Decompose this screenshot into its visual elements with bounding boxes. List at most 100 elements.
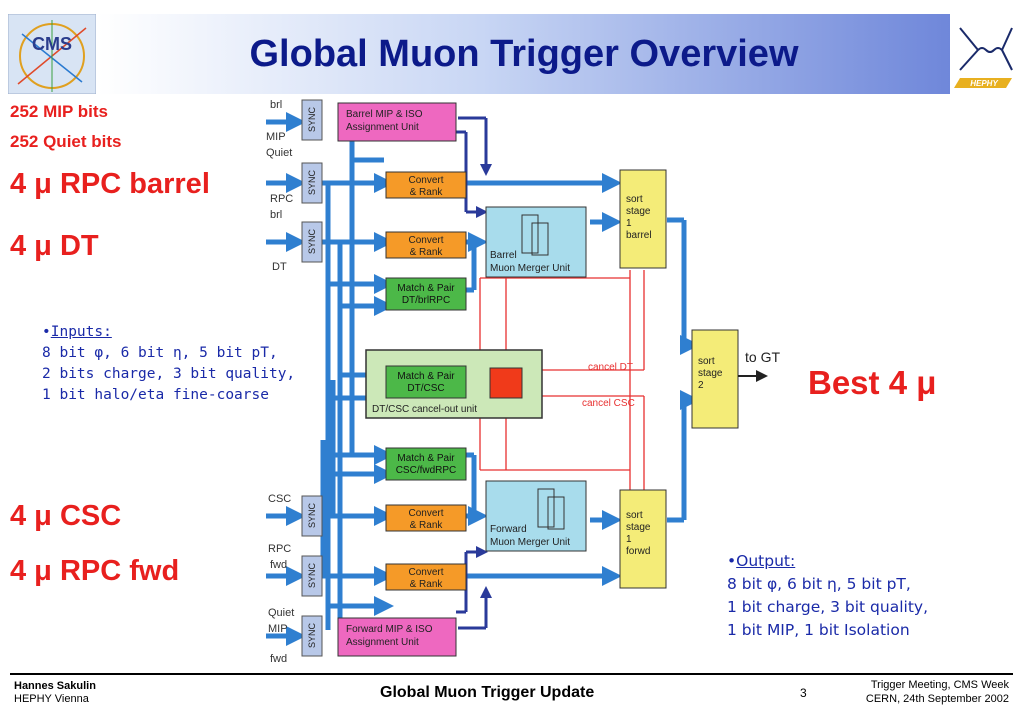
svg-text:2: 2 (698, 380, 704, 391)
svg-text:stage: stage (698, 368, 723, 379)
footer-right: Trigger Meeting, CMS Week CERN, 24th Sep… (866, 678, 1009, 706)
svg-text:Muon Merger Unit: Muon Merger Unit (490, 537, 570, 548)
inputs-line-1: 8 bit φ, 6 bit η, 5 bit pT, (42, 345, 278, 361)
svg-text:CSC/fwdRPC: CSC/fwdRPC (396, 465, 457, 476)
to-gt-label: to GT (745, 349, 780, 365)
svg-text:1: 1 (626, 534, 632, 545)
footer-title: Global Muon Trigger Update (380, 684, 595, 701)
cancel-csc-label: cancel CSC (582, 398, 635, 409)
svg-text:Convert: Convert (408, 567, 443, 578)
forward-muon-merger-unit (485, 480, 587, 552)
inputs-heading: Inputs: (50, 324, 112, 340)
sync-label: SYNC (307, 106, 317, 132)
best-label: Best 4 μ (808, 364, 937, 401)
rpc-fwd-label: 4 μ RPC fwd (10, 555, 180, 587)
cancel-logic-box (489, 367, 523, 399)
svg-text:Convert: Convert (408, 175, 443, 186)
input-label: MIP (266, 131, 286, 143)
svg-text:Forward: Forward (490, 524, 527, 535)
cms-logo: CMS (8, 14, 96, 94)
svg-text:Barrel: Barrel (490, 250, 517, 261)
mip-bits-label: 252 MIP bits (10, 102, 108, 121)
output-line-2: 1 bit charge, 3 bit quality, (727, 598, 929, 616)
svg-text:Match & Pair: Match & Pair (397, 453, 455, 464)
sort-stage2 (691, 329, 739, 429)
input-label: Quiet (268, 607, 294, 619)
input-label: MIP (268, 623, 288, 635)
csc-label: 4 μ CSC (10, 500, 122, 532)
svg-text:stage: stage (626, 522, 651, 533)
svg-text:& Rank: & Rank (410, 247, 444, 258)
hephy-logo-text: HEPHY (970, 79, 998, 88)
match-pair-dt-brlrpc (385, 277, 467, 311)
svg-text:Barrel MIP & ISO: Barrel MIP & ISO (346, 109, 423, 120)
inputs-line-2: 2 bits charge, 3 bit quality, (42, 366, 296, 382)
convert-rank-rpc-fwd (385, 563, 467, 591)
convert-rank-dt (385, 231, 467, 259)
sync-label: SYNC (307, 622, 317, 648)
sync-label: SYNC (307, 169, 317, 195)
inputs-note: •Inputs: 8 bit φ, 6 bit η, 5 bit pT, 2 b… (42, 322, 295, 406)
sync-labels: SYNC SYNC SYNC SYNC SYNC SYNC (307, 106, 317, 648)
output-heading: Output: (736, 552, 796, 570)
forward-mip-iso-unit (337, 617, 457, 657)
sync-label: SYNC (307, 562, 317, 588)
input-label: DT (272, 261, 287, 273)
svg-text:Match & Pair: Match & Pair (397, 371, 455, 382)
svg-text:Assignment Unit: Assignment Unit (346, 637, 419, 648)
match-pair-csc-fwdrpc (385, 447, 467, 481)
hephy-logo: HEPHY (954, 27, 1013, 88)
rpc-barrel-label: 4 μ RPC barrel (10, 168, 210, 200)
footer-left: Hannes Sakulin HEPHY Vienna (14, 680, 96, 706)
svg-text:Muon Merger Unit: Muon Merger Unit (490, 263, 570, 274)
svg-text:sort: sort (626, 510, 643, 521)
barrel-muon-merger-unit (485, 206, 587, 278)
svg-text:& Rank: & Rank (410, 187, 444, 198)
svg-text:barrel: barrel (626, 230, 652, 241)
barrel-mip-iso-unit (337, 102, 457, 142)
sort-stage1-barrel (619, 169, 667, 269)
footer-page-number: 3 (800, 686, 807, 700)
input-label: RPC (270, 193, 293, 205)
svg-text:forwd: forwd (626, 546, 650, 557)
match-pair-dt-csc (385, 365, 467, 399)
footer-rule (10, 673, 1013, 675)
title-bar (98, 14, 950, 94)
input-label: fwd (270, 653, 287, 665)
input-label: fwd (270, 559, 287, 571)
svg-text:sort: sort (626, 194, 643, 205)
output-line-1: 8 bit φ, 6 bit η, 5 bit pT, (727, 575, 911, 593)
input-label: brl (270, 209, 282, 221)
input-label: RPC (268, 543, 291, 555)
footer-author: Hannes Sakulin (14, 680, 96, 692)
svg-text:& Rank: & Rank (410, 579, 444, 590)
convert-rank-csc (385, 504, 467, 532)
svg-text:Forward MIP & ISO: Forward MIP & ISO (346, 624, 433, 635)
footer-place-date: CERN, 24th September 2002 (865, 693, 1009, 705)
gmt-block-diagram: SYNC SYNC SYNC SYNC SYNC SYNC brl MIP Qu… (266, 99, 780, 665)
inputs-line-3: 1 bit halo/eta fine-coarse (42, 387, 269, 403)
svg-text:Assignment Unit: Assignment Unit (346, 122, 419, 133)
svg-text:sort: sort (698, 356, 715, 367)
svg-text:DT/CSC: DT/CSC (407, 383, 444, 394)
svg-text:Convert: Convert (408, 235, 443, 246)
inputs-bullet: • (42, 324, 51, 340)
page-title: Global Muon Trigger Overview (249, 32, 799, 75)
svg-text:Match & Pair: Match & Pair (397, 283, 455, 294)
svg-text:1: 1 (626, 218, 632, 229)
convert-rank-rpc-barrel (385, 171, 467, 199)
svg-text:stage: stage (626, 206, 651, 217)
sort-stage1-forward (619, 489, 667, 589)
output-bullet: • (727, 552, 737, 570)
svg-text:& Rank: & Rank (410, 520, 444, 531)
svg-text:DT/brlRPC: DT/brlRPC (402, 295, 450, 306)
cms-logo-text: CMS (32, 34, 72, 54)
svg-text:Convert: Convert (408, 508, 443, 519)
footer-meeting: Trigger Meeting, CMS Week (870, 679, 1009, 691)
quiet-bits-label: 252 Quiet bits (10, 132, 122, 151)
sync-label: SYNC (307, 228, 317, 254)
cancel-dt-label: cancel DT (588, 362, 633, 373)
input-label: CSC (268, 493, 291, 505)
output-note: •Output: 8 bit φ, 6 bit η, 5 bit pT, 1 b… (727, 550, 928, 642)
output-line-3: 1 bit MIP, 1 bit Isolation (727, 621, 910, 639)
